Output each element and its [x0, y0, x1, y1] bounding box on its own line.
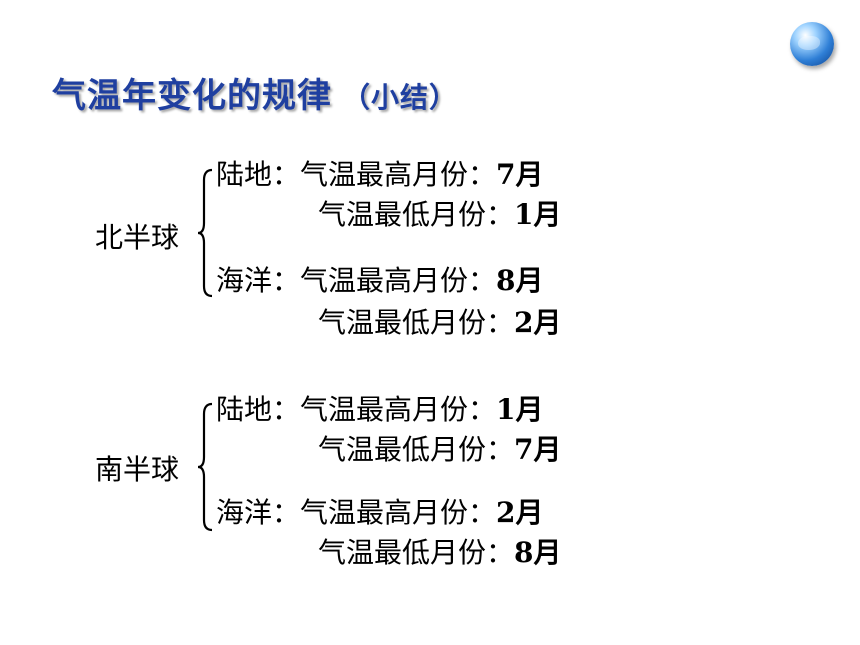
north-land-high-text: 气温最高月份： [300, 158, 497, 191]
title-subtitle: （小结） [342, 81, 459, 114]
globe-icon [790, 22, 834, 66]
north-ocean-low-value: 2月 [514, 306, 562, 339]
south-land-high-value: 1月 [496, 393, 544, 426]
south-land-low-text: 气温最低月份： [318, 433, 515, 466]
south-land-high-text: 气温最高月份： [300, 393, 497, 426]
north-ocean-high-value: 8月 [496, 264, 544, 297]
north-land-high-value: 7月 [496, 158, 544, 191]
south-ocean-label: 海洋： [216, 496, 301, 529]
south-land-low-value: 7月 [514, 433, 562, 466]
brace-south [197, 402, 213, 532]
south-land-low: 气温最低月份：7月 [318, 432, 562, 468]
south-ocean-high: 海洋：气温最高月份：2月 [216, 495, 544, 531]
south-ocean-high-text: 气温最高月份： [300, 496, 497, 529]
hemisphere-north: 北半球 [95, 221, 180, 254]
south-ocean-low-value: 8月 [514, 536, 562, 569]
north-ocean-low: 气温最低月份：2月 [318, 305, 562, 341]
north-land-low: 气温最低月份：1月 [318, 197, 562, 233]
north-ocean-high: 海洋：气温最高月份：8月 [216, 263, 544, 299]
north-ocean-label: 海洋： [216, 264, 301, 297]
north-ocean-high-text: 气温最高月份： [300, 264, 497, 297]
south-ocean-low-text: 气温最低月份： [318, 536, 515, 569]
north-land-high: 陆地：气温最高月份：7月 [216, 157, 544, 193]
south-land-label: 陆地： [216, 393, 301, 426]
north-land-low-value: 1月 [514, 198, 562, 231]
south-ocean-low: 气温最低月份：8月 [318, 535, 562, 571]
north-ocean-low-text: 气温最低月份： [318, 306, 515, 339]
north-land-low-text: 气温最低月份： [318, 198, 515, 231]
brace-north [197, 168, 213, 298]
north-land-label: 陆地： [216, 158, 301, 191]
hemisphere-south: 南半球 [95, 453, 180, 486]
slide-title: 气温年变化的规律 （小结） [52, 68, 458, 117]
south-land-high: 陆地：气温最高月份：1月 [216, 392, 544, 428]
south-ocean-high-value: 2月 [496, 496, 544, 529]
title-main: 气温年变化的规律 [52, 76, 332, 116]
